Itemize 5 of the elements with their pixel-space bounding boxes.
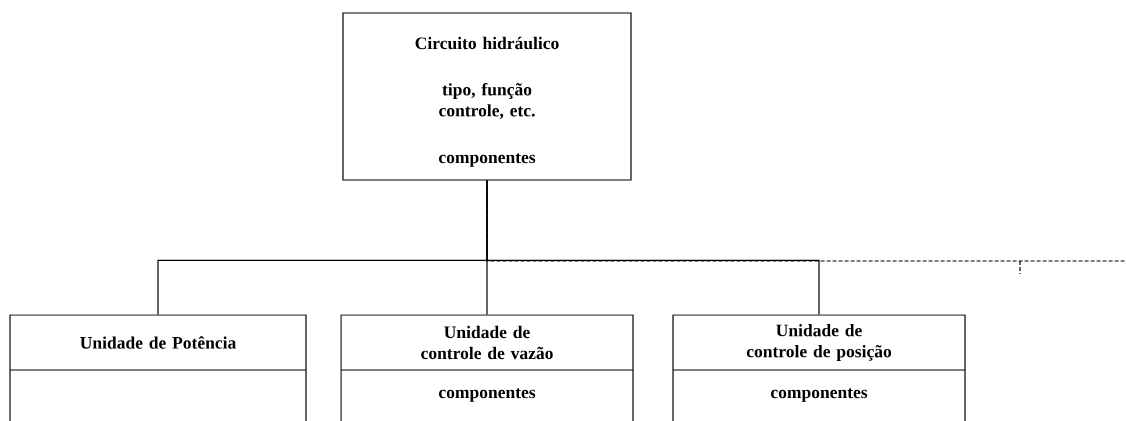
- dashed-connector: [486, 180, 1126, 275]
- unit-box: Unidade de Potência: [9, 314, 307, 421]
- unit-box: Unidade de controle de posição componentes: [672, 314, 966, 421]
- unit-box: Unidade de controle de vazão componentes: [340, 314, 634, 421]
- system-box: Circuito hidráulico tipo, função controle, etc. componentes: [342, 12, 632, 181]
